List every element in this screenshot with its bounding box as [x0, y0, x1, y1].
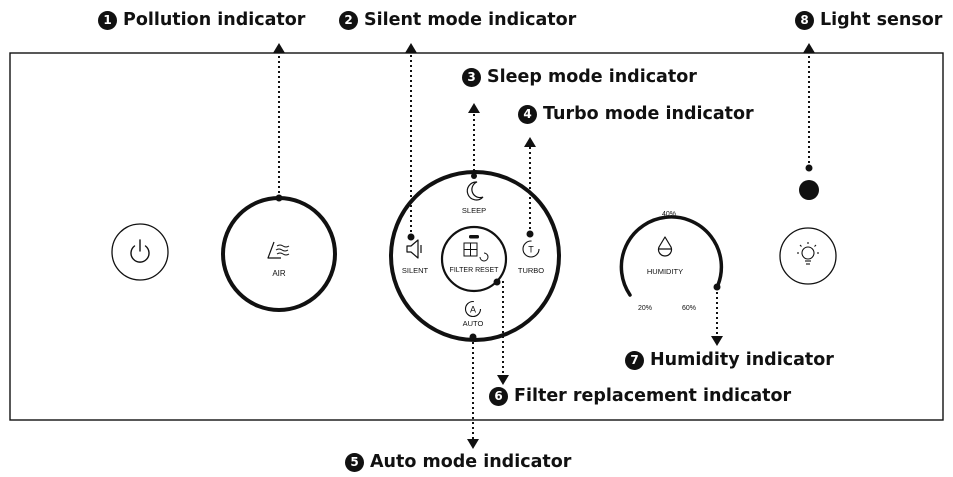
light-bulb-icon	[797, 242, 819, 265]
callout-label: Sleep mode indicator	[487, 67, 697, 87]
mode-dial: SLEEP SILENT FILTER RESET T TURBO	[389, 170, 561, 342]
turbo-button[interactable]: T TURBO	[518, 240, 544, 275]
silent-label: SILENT	[402, 266, 429, 275]
auto-label: AUTO	[463, 319, 484, 328]
callout-number: 7	[625, 350, 644, 370]
auto-button[interactable]: A AUTO	[463, 300, 484, 329]
callout-number: 8	[795, 10, 814, 30]
turbo-icon: T	[522, 240, 540, 258]
callout-number: 6	[489, 386, 508, 406]
auto-icon: A	[464, 300, 482, 318]
callout-turbo-mode-indicator: 4 Turbo mode indicator	[518, 104, 754, 124]
callout-number: 4	[518, 104, 537, 124]
callout-humidity-indicator: 7 Humidity indicator	[625, 350, 834, 370]
humidity-tick-40: 40%	[662, 211, 676, 218]
callout-label: Filter replacement indicator	[514, 386, 792, 406]
callout-light-sensor: 8 Light sensor	[795, 10, 942, 30]
callout-number: 1	[98, 10, 117, 30]
power-button[interactable]	[111, 223, 169, 281]
humidity-label: HUMIDITY	[647, 267, 683, 276]
filter-status-bar	[469, 235, 479, 239]
turbo-glyph: T	[528, 245, 534, 255]
callout-filter-replacement-indicator: 6 Filter replacement indicator	[489, 386, 791, 406]
mode-dial-outer-ring	[389, 170, 561, 342]
callout-silent-mode-indicator: 2 Silent mode indicator	[339, 10, 576, 30]
callout-number: 5	[345, 452, 364, 472]
power-icon	[130, 239, 150, 263]
callout-label: Humidity indicator	[650, 350, 834, 370]
auto-glyph: A	[470, 305, 476, 315]
humidity-tick-60: 60%	[682, 305, 696, 312]
speaker-icon	[406, 239, 422, 259]
turbo-label: TURBO	[518, 266, 544, 275]
panel-outline	[9, 52, 944, 421]
sleep-label: SLEEP	[462, 206, 486, 215]
humidity-control: HUMIDITY 40% 20% 60%	[619, 211, 724, 312]
air-icon	[267, 241, 290, 259]
light-sensor	[799, 180, 819, 200]
leader-dots	[275, 164, 813, 341]
humidity-indicator-arc	[619, 215, 724, 297]
sleep-button[interactable]: SLEEP	[462, 181, 486, 215]
callout-pollution-indicator: 1 Pollution indicator	[98, 10, 305, 30]
light-button[interactable]	[779, 227, 837, 285]
humidity-tick-20: 20%	[638, 305, 652, 312]
callout-number: 3	[462, 67, 481, 87]
filter-reset-label: FILTER RESET	[450, 267, 500, 274]
callout-auto-mode-indicator: 5 Auto mode indicator	[345, 452, 571, 472]
filter-reset-button[interactable]	[440, 225, 508, 293]
air-label: AIR	[272, 269, 286, 278]
leader-filter-replacement	[497, 281, 509, 385]
leader-lines	[273, 43, 815, 449]
moon-icon	[466, 181, 484, 201]
air-button[interactable]: AIR	[221, 196, 337, 312]
callout-label: Turbo mode indicator	[543, 104, 754, 124]
callout-label: Light sensor	[820, 10, 943, 30]
callout-label: Auto mode indicator	[370, 452, 572, 472]
callout-label: Pollution indicator	[123, 10, 306, 30]
silent-button[interactable]: SILENT	[402, 239, 429, 275]
filter-reset-icon	[463, 235, 489, 262]
callout-label: Silent mode indicator	[364, 10, 577, 30]
water-drop-icon	[657, 236, 673, 257]
callout-sleep-mode-indicator: 3 Sleep mode indicator	[462, 67, 697, 87]
pollution-indicator-ring	[221, 196, 337, 312]
callout-number: 2	[339, 10, 358, 30]
